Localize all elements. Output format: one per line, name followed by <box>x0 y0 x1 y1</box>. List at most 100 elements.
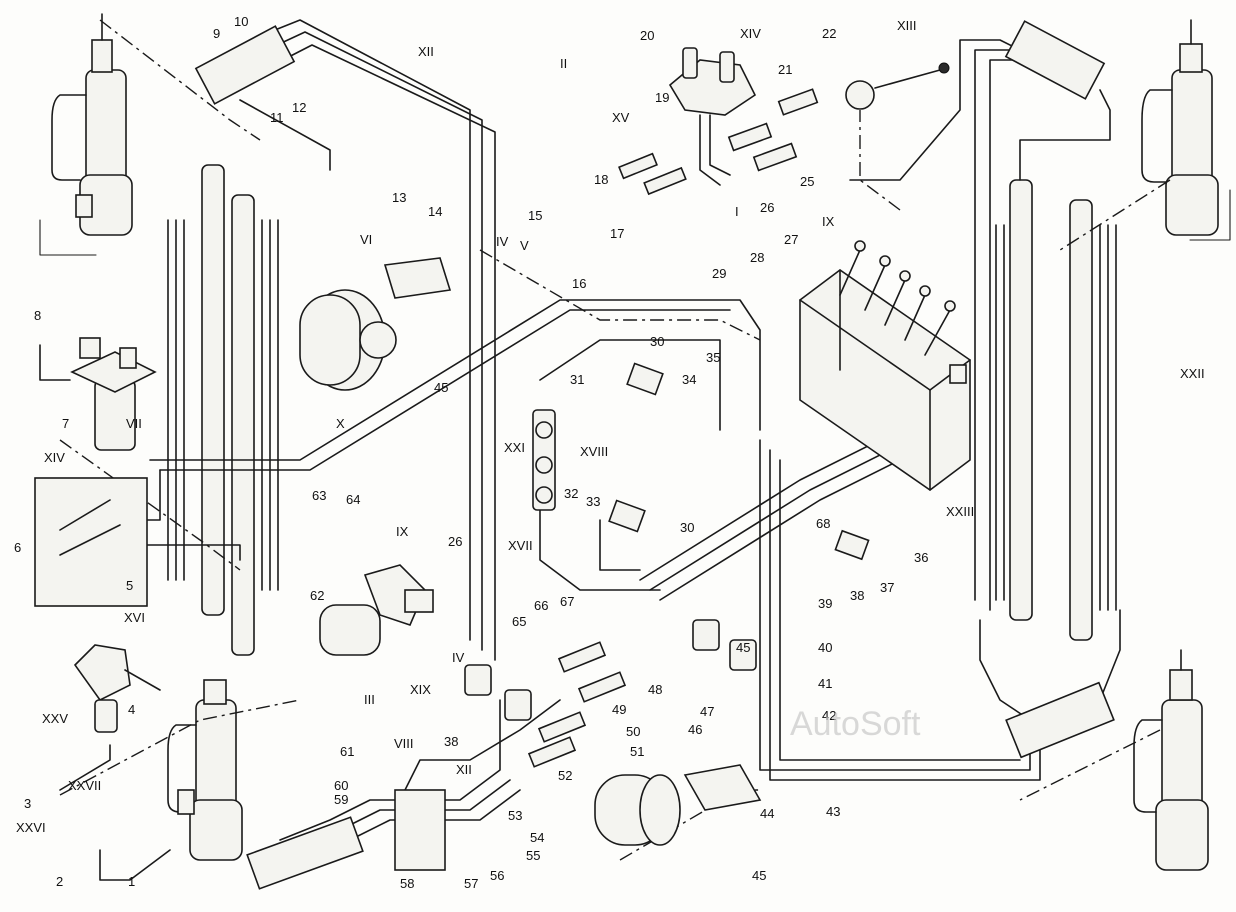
part-label: 51 <box>630 744 644 759</box>
part-label: 12 <box>292 100 306 115</box>
part-label: XII <box>456 762 472 777</box>
part-label: 25 <box>800 174 814 189</box>
part-label: 41 <box>818 676 832 691</box>
part-label: XXII <box>1180 366 1205 381</box>
bottom-accumulator <box>594 774 681 846</box>
part-label: 38 <box>444 734 458 749</box>
part-label: 39 <box>818 596 832 611</box>
fitting-21 <box>777 88 819 116</box>
part-label: XIX <box>410 682 431 697</box>
part-label: XIV <box>740 26 761 41</box>
part-label: 58 <box>400 876 414 891</box>
part-label: 29 <box>712 266 726 281</box>
part-label: 6 <box>14 540 21 555</box>
part-label: 65 <box>512 614 526 629</box>
part-label: 27 <box>784 232 798 247</box>
part-label: 56 <box>490 868 504 883</box>
part-label: 18 <box>594 172 608 187</box>
fitting-48-52 <box>527 641 627 768</box>
tee-30-upper <box>626 362 664 396</box>
control-valve-block <box>799 240 971 491</box>
servo-unit <box>319 564 434 656</box>
part-label: 47 <box>700 704 714 719</box>
part-label: 36 <box>914 550 928 565</box>
part-label: 5 <box>126 578 133 593</box>
part-label: 3 <box>24 796 31 811</box>
part-label: XXV <box>42 711 68 726</box>
bracket-vi <box>383 257 452 299</box>
part-label: 60 <box>334 778 348 793</box>
part-label: XXIII <box>946 504 974 519</box>
part-label: 53 <box>508 808 522 823</box>
part-label: 54 <box>530 830 544 845</box>
part-label: XVIII <box>580 444 608 459</box>
part-label: VIII <box>394 736 414 751</box>
part-label: IX <box>396 524 409 539</box>
lever-assembly <box>73 644 161 733</box>
tee-22 <box>845 62 950 110</box>
part-label: XVII <box>508 538 533 553</box>
part-label: 52 <box>558 768 572 783</box>
part-label: VI <box>360 232 372 247</box>
part-label: 16 <box>572 276 586 291</box>
valve-column-xviii <box>532 409 556 511</box>
part-label: X <box>336 416 345 431</box>
part-label: 45 <box>736 640 750 655</box>
part-label: 28 <box>750 250 764 265</box>
part-label: 14 <box>428 204 442 219</box>
filter-unit <box>70 337 157 451</box>
part-label: XVI <box>124 610 145 625</box>
part-label: 37 <box>880 580 894 595</box>
part-label: 48 <box>648 682 662 697</box>
part-label: 35 <box>706 350 720 365</box>
cylinder-bottom-left <box>167 679 243 861</box>
panel-6 <box>34 477 148 607</box>
part-label: XV <box>612 110 630 125</box>
part-label: 42 <box>822 708 836 723</box>
part-label: 45 <box>434 380 448 395</box>
part-label: 32 <box>564 486 578 501</box>
part-label: I <box>735 204 739 219</box>
part-label: 43 <box>826 804 840 819</box>
part-label: 50 <box>626 724 640 739</box>
part-label: 7 <box>62 416 69 431</box>
fitting-25 <box>727 122 798 172</box>
part-label: 4 <box>128 702 135 717</box>
part-label: 11 <box>270 110 284 125</box>
part-label: 67 <box>560 594 574 609</box>
part-label: 30 <box>650 334 664 349</box>
part-label: XIV <box>44 450 65 465</box>
strut-tubes-left <box>167 164 279 656</box>
part-label: 57 <box>464 876 478 891</box>
part-label: 63 <box>312 488 326 503</box>
part-label: 45 <box>752 868 766 883</box>
part-label: 9 <box>213 26 220 41</box>
cylinder-bottom-right <box>1133 649 1209 871</box>
tee-47 <box>692 619 757 671</box>
part-label: IV <box>496 234 509 249</box>
part-label: 40 <box>818 640 832 655</box>
part-label: XII <box>418 44 434 59</box>
part-label: XXVII <box>68 778 101 793</box>
part-label: 13 <box>392 190 406 205</box>
left-accumulator <box>299 289 397 391</box>
part-label: XIII <box>897 18 917 33</box>
part-label: XXI <box>504 440 525 455</box>
bracket-46 <box>683 764 762 811</box>
fitting-19 <box>618 152 687 196</box>
part-label: 68 <box>816 516 830 531</box>
part-label: 38 <box>850 588 864 603</box>
strut-tubes-right <box>995 179 1117 641</box>
part-label: III <box>364 692 375 707</box>
part-label: 64 <box>346 492 360 507</box>
part-label: IV <box>452 650 465 665</box>
part-label: IX <box>822 214 835 229</box>
tee-30-lower <box>608 499 646 533</box>
tee-38-right <box>834 529 870 561</box>
part-label: 22 <box>822 26 836 41</box>
part-label: 31 <box>570 372 584 387</box>
part-label: 62 <box>310 588 324 603</box>
tee-38-lower <box>464 664 532 721</box>
